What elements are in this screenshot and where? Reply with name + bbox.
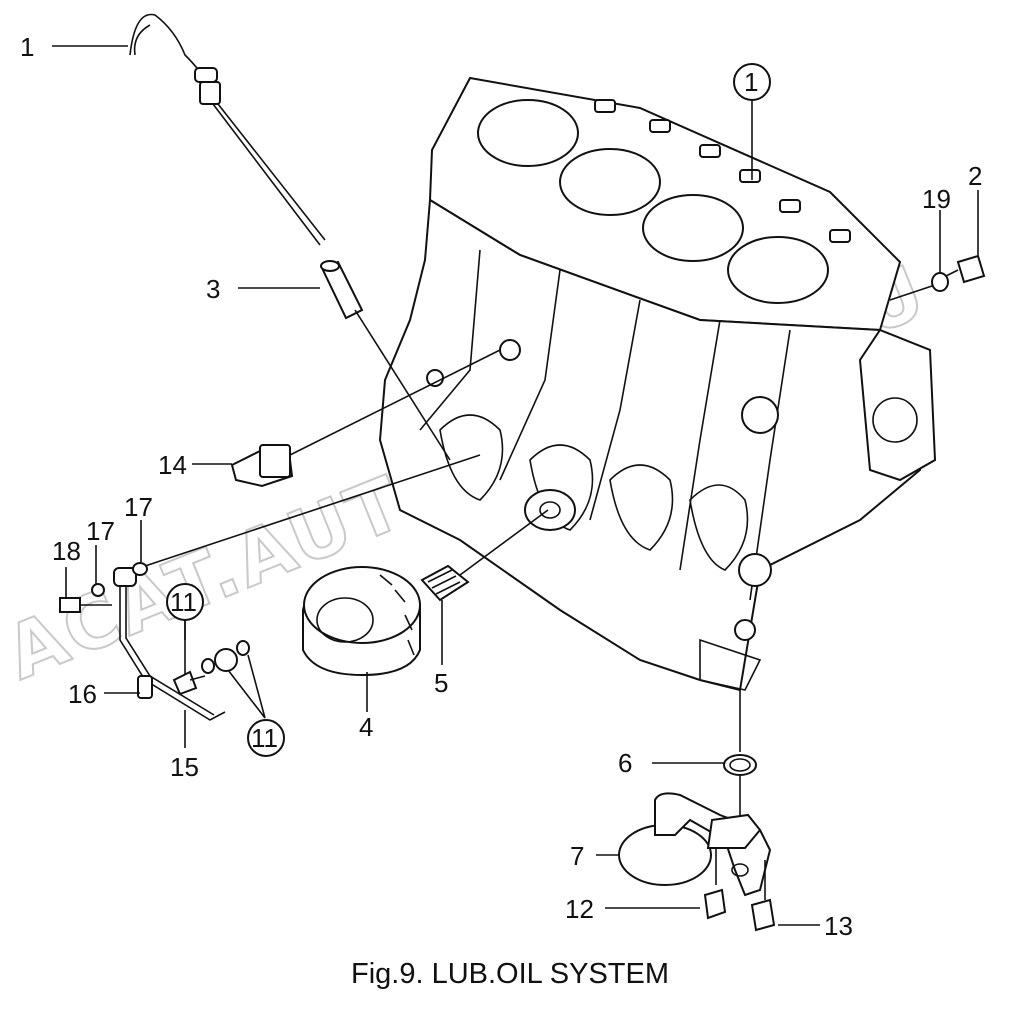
callout-11-lower: 11 (251, 723, 278, 753)
union-bolt-washers (172, 618, 250, 696)
callout-19: 19 (922, 184, 951, 214)
dipstick (129, 13, 326, 246)
oil-pressure-switch (230, 349, 501, 488)
leader-lines (52, 45, 979, 926)
callout-11-upper-circle (166, 583, 204, 621)
callout-17-right: 17 (124, 492, 153, 522)
callout-4: 4 (359, 712, 373, 742)
callout-16: 16 (68, 679, 97, 709)
callout-2: 2 (968, 161, 982, 191)
callout-13: 13 (824, 911, 853, 941)
bolt-18 (59, 597, 112, 613)
oil-pipe (91, 454, 481, 721)
callout-11-upper: 11 (170, 587, 197, 617)
o-ring (723, 690, 757, 820)
plug-bolt-washer (889, 254, 986, 301)
oil-strainer (618, 792, 772, 900)
callouts: 1 1 2 19 3 14 17 17 18 11 16 11 15 4 5 6… (20, 32, 982, 941)
strainer-bolts (703, 888, 776, 932)
callout-1-dipstick: 1 (20, 32, 34, 62)
callout-5: 5 (434, 668, 448, 698)
callout-6: 6 (618, 748, 632, 778)
callout-7: 7 (570, 841, 584, 871)
figure-caption: Fig.9. LUB.OIL SYSTEM (350, 958, 670, 990)
oil-filter (302, 566, 421, 677)
callout-12: 12 (565, 894, 594, 924)
filter-nipple (420, 509, 549, 602)
callout-15: 15 (170, 752, 199, 782)
callout-18: 18 (52, 536, 81, 566)
dipstick-guide (320, 260, 451, 461)
callout-3: 3 (206, 274, 220, 304)
callout-11-lower-circle (247, 719, 285, 757)
callout-14: 14 (158, 450, 187, 480)
callout-17-left: 17 (86, 516, 115, 546)
cylinder-block (378, 76, 937, 692)
callout-1-block: 1 (744, 67, 758, 97)
callout-1-block-circle (733, 63, 771, 101)
